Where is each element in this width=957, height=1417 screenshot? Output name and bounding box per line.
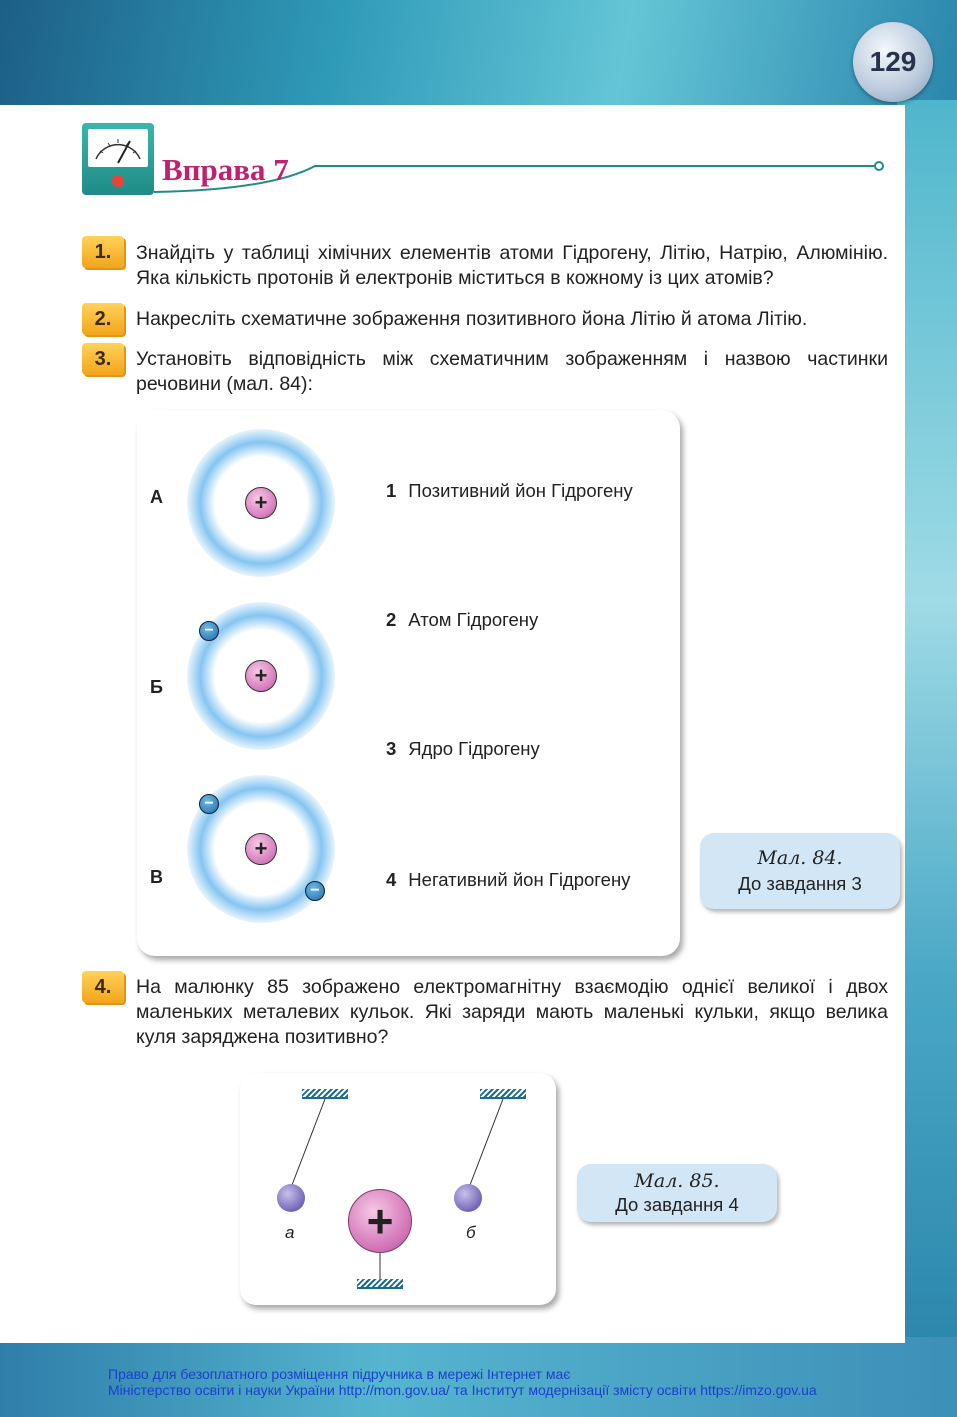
task-number-badge: 2. xyxy=(82,303,124,335)
title-underline xyxy=(153,161,884,193)
option-number: 4 xyxy=(386,869,397,890)
ceiling-support xyxy=(302,1089,348,1099)
right-edge-background xyxy=(897,100,957,1350)
suspension-threads xyxy=(291,1098,504,1279)
option-number: 1 xyxy=(386,480,397,501)
ceiling-support xyxy=(480,1089,526,1099)
option-number: 2 xyxy=(386,609,397,630)
page-number: 129 xyxy=(853,22,933,102)
caption-subtitle: До завдання 3 xyxy=(738,873,862,894)
electron-icon: − xyxy=(305,881,325,901)
floor-support xyxy=(357,1279,403,1289)
option-label: Ядро Гідрогену xyxy=(408,738,540,759)
ball-label-b: б xyxy=(466,1223,476,1242)
header-background xyxy=(0,0,957,110)
option-3: 3 Ядро Гідрогену xyxy=(386,738,540,760)
small-ball-b xyxy=(454,1184,482,1212)
option-4: 4 Негативний йон Гідрогену xyxy=(386,869,630,891)
electron-icon: − xyxy=(199,794,219,814)
ball-label-a: а xyxy=(285,1223,295,1242)
option-label: Атом Гідрогену xyxy=(408,609,539,630)
figure-84-panel: А Б В + + − + − − 1 Позитивний йон Гідрог… xyxy=(137,410,680,956)
caption-title: Мал. 85. xyxy=(634,1170,720,1192)
caption-title: Мал. 84. xyxy=(757,847,843,869)
license-footer: Право для безоплатного розміщення підруч… xyxy=(108,1366,817,1398)
particle-label-v: В xyxy=(150,867,163,887)
figure-85-panel: + а б xyxy=(240,1073,556,1305)
task-text: Накресліть схематичне зображення позитив… xyxy=(136,308,808,330)
particle-label-b: Б xyxy=(150,677,163,697)
electron-icon: − xyxy=(199,621,219,641)
option-label: Негативний йон Гідрогену xyxy=(408,869,631,890)
task-number-badge: 3. xyxy=(82,343,124,375)
proton-icon: + xyxy=(245,487,277,519)
task-text: Знайдіть у таблиці хімічних елементів ат… xyxy=(136,242,888,289)
option-label: Позитивний йон Гідрогену xyxy=(408,480,633,501)
task-text: На малюнку 85 зображено електромагнітну … xyxy=(136,976,888,1048)
task-number-badge: 1. xyxy=(82,236,124,268)
proton-icon: + xyxy=(245,833,277,865)
figure-85-caption: Мал. 85. До завдання 4 xyxy=(577,1164,777,1222)
option-1: 1 Позитивний йон Гідрогену xyxy=(386,480,633,502)
option-number: 3 xyxy=(386,738,397,759)
footer-background xyxy=(0,1337,957,1417)
task-number-badge: 4. xyxy=(82,971,124,1003)
particle-label-a: А xyxy=(150,487,163,507)
caption-subtitle: До завдання 4 xyxy=(615,1194,739,1215)
small-ball-a xyxy=(277,1184,305,1212)
option-2: 2 Атом Гідрогену xyxy=(386,609,538,631)
figure-84-caption: Мал. 84. До завдання 3 xyxy=(700,833,900,909)
voltmeter-icon xyxy=(82,123,154,195)
task-text: Установіть відповідність між схематичним… xyxy=(136,348,888,395)
proton-icon: + xyxy=(245,660,277,692)
large-ball: + xyxy=(348,1189,412,1253)
footer-line: Міністерство освіти і науки України http… xyxy=(108,1382,817,1398)
footer-line: Право для безоплатного розміщення підруч… xyxy=(108,1366,571,1382)
section-title: Вправа 7 xyxy=(162,152,289,187)
